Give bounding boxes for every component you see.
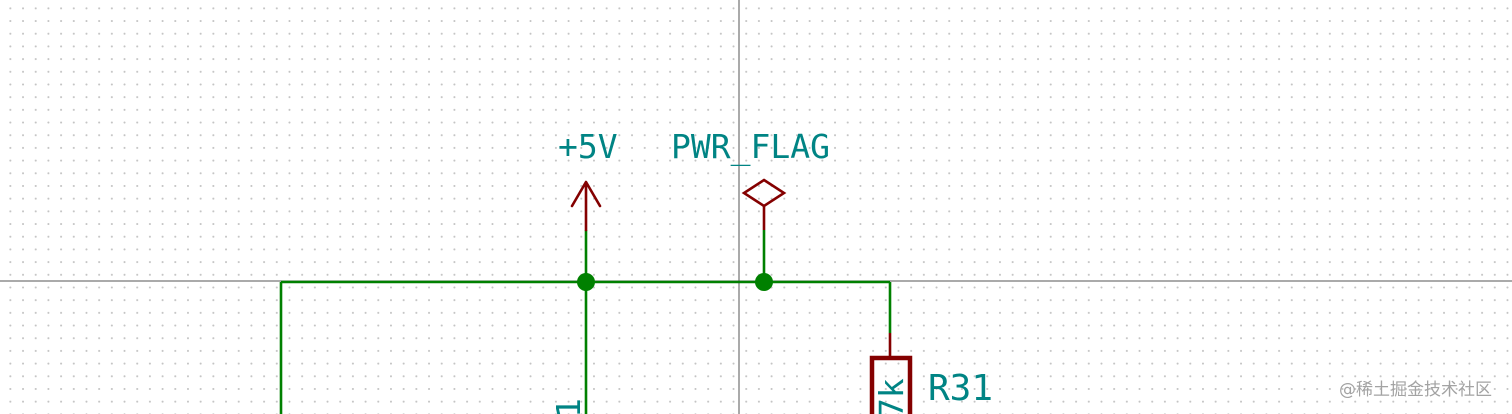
wires[interactable] [279,230,892,414]
power-5v-label: +5V [558,127,618,166]
power-flag-diamond-icon [741,178,787,208]
partial-component-fragment[interactable]: 1 [549,398,588,414]
partial-component-label: 1 [549,398,588,414]
resistor-body [869,355,913,414]
watermark-text: @稀土掘金技术社区 [1339,380,1492,400]
junction-dot-pwr-flag[interactable] [755,273,773,291]
junction-dot-5v[interactable] [577,273,595,291]
power-symbol-5v[interactable]: +5V [558,127,618,232]
power-flag-label: PWR_FLAG [671,127,830,167]
resistor-reference-label: R31 [928,368,993,409]
resistor-value-label: 7k [872,378,911,414]
power-flag-symbol[interactable]: PWR_FLAG [671,127,830,230]
power-arrow-icon [570,180,602,232]
resistor-r31[interactable]: 7k R31 [869,333,993,414]
